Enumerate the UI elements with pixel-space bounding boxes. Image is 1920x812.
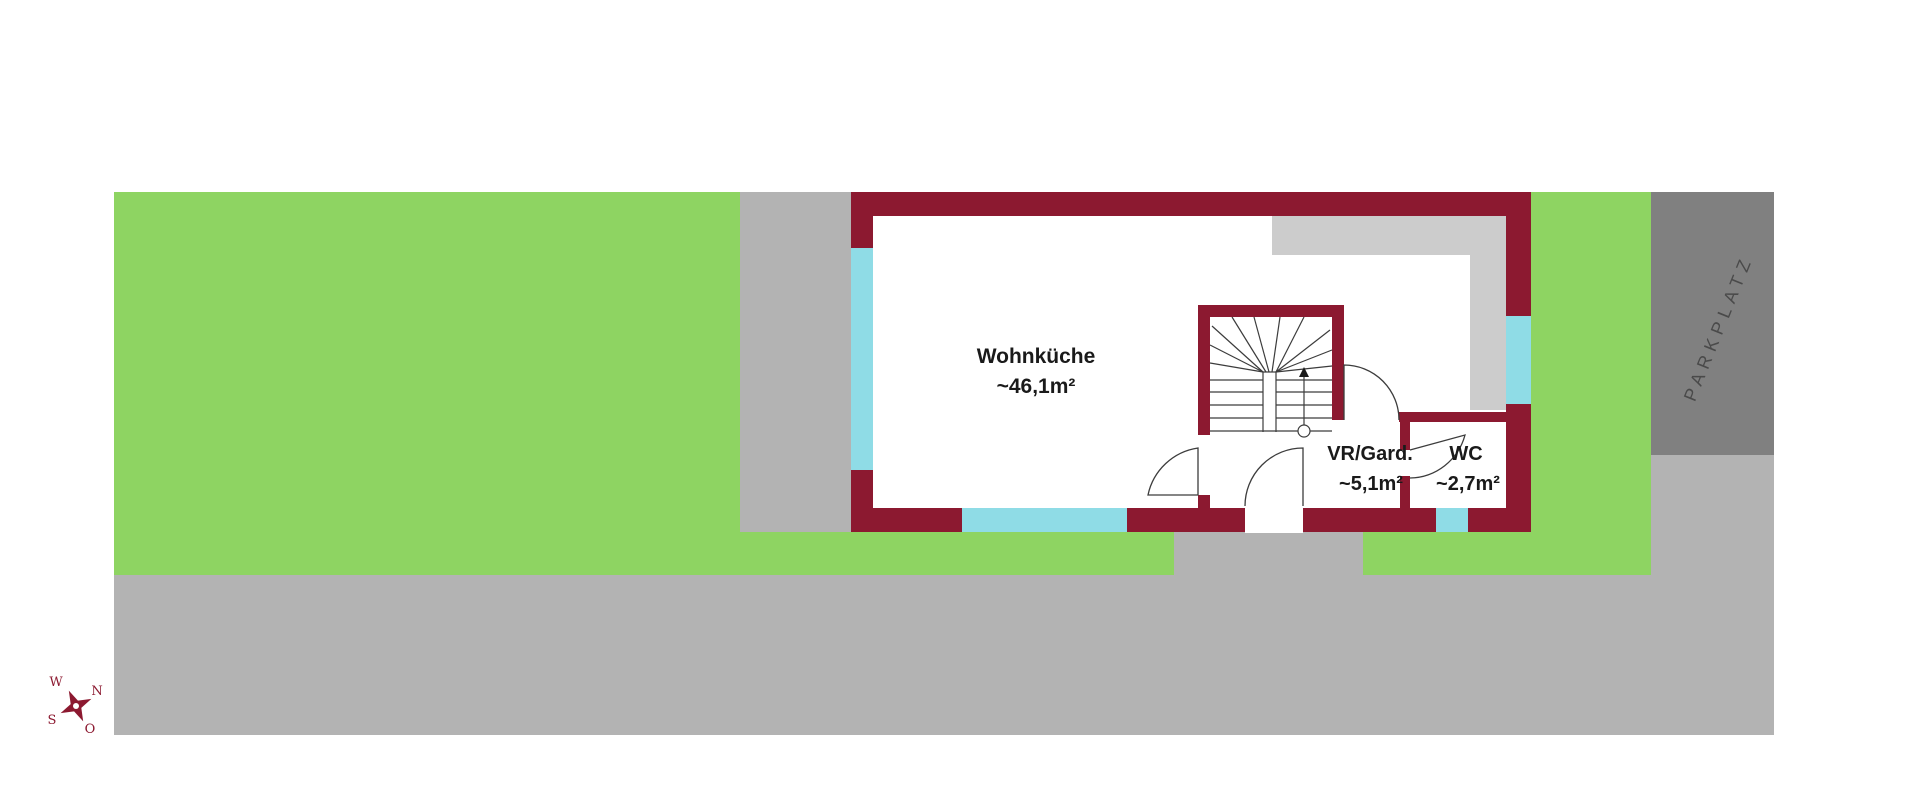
window-east <box>1506 316 1531 404</box>
room-area-wohnkueche: ~46,1m² <box>997 375 1076 398</box>
room-label-wc: WC <box>1449 443 1482 465</box>
compass-east: O <box>85 722 96 737</box>
window-wc <box>1436 508 1468 532</box>
kitchen-counter <box>1272 216 1506 410</box>
staircase <box>1209 316 1333 438</box>
street-paving <box>114 575 1774 735</box>
parking-apron <box>1651 455 1774 575</box>
room-area-wc: ~2,7m² <box>1436 473 1500 495</box>
room-label-wohnkueche: Wohnküche <box>977 345 1096 368</box>
window-south <box>962 508 1127 532</box>
door-wc <box>1409 434 1466 479</box>
room-wohnkueche <box>873 216 1506 508</box>
compass-north: N <box>91 684 102 699</box>
parking-area <box>1651 192 1774 455</box>
stair-wall-right <box>1332 305 1344 420</box>
compass-south: S <box>48 713 57 728</box>
entrance-path <box>1174 532 1363 575</box>
door-hall-kitchen <box>1147 447 1199 496</box>
room-area-vr-gard: ~5,1m² <box>1339 473 1403 495</box>
wc-wall-top <box>1399 412 1506 422</box>
wc-wall-left <box>1400 412 1410 450</box>
hall-wall-left <box>1198 495 1210 508</box>
stair-wall-top <box>1198 305 1344 317</box>
door-stair-hall <box>1343 364 1400 421</box>
door-swings <box>1147 364 1466 507</box>
building: Wohnküche ~46,1m² VR/Gard. ~5,1m² WC ~2,… <box>851 192 1531 533</box>
entrance-opening <box>1245 506 1303 533</box>
room-label-vr-gard: VR/Gard. <box>1327 443 1413 465</box>
wc-wall-left-lower <box>1400 476 1410 508</box>
side-path <box>740 192 852 532</box>
compass-west: W <box>49 675 63 690</box>
door-entrance <box>1244 447 1304 507</box>
window-west <box>851 248 873 470</box>
stair-wall-left <box>1198 305 1210 435</box>
arrow-up-icon <box>1299 367 1309 377</box>
compass-rose-icon: W N S O <box>48 675 103 737</box>
